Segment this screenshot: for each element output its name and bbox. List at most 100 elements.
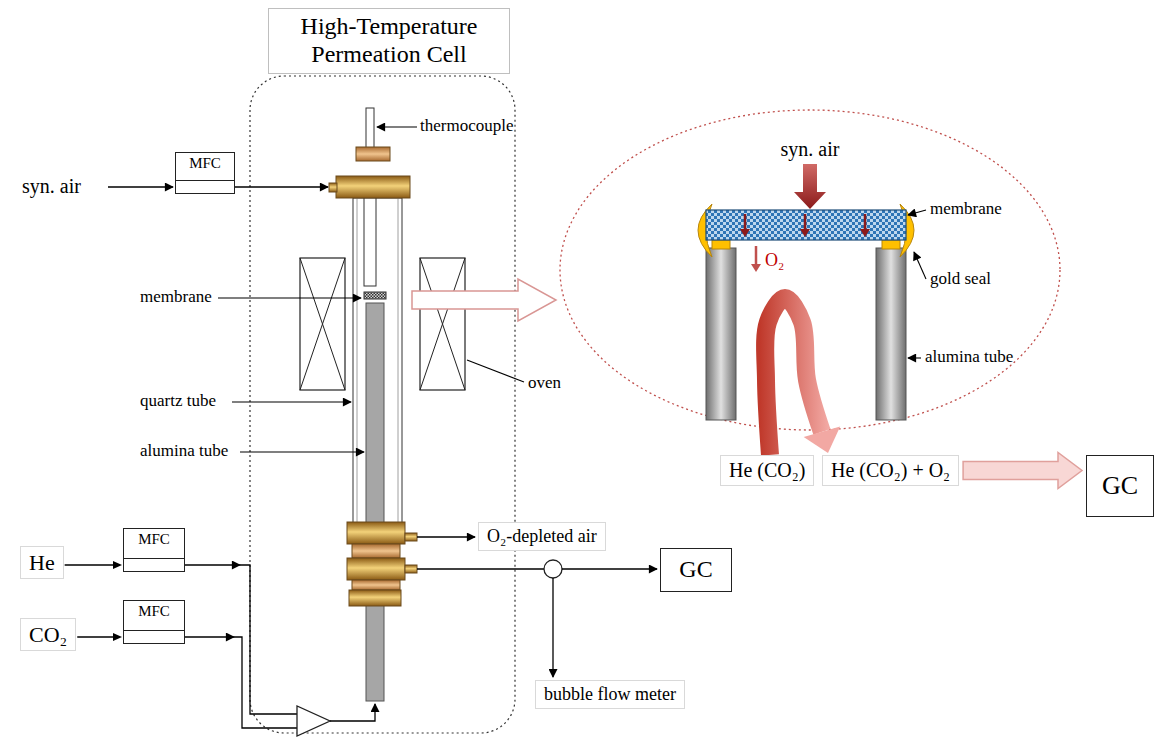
sweep-feed-line: [234, 637, 297, 728]
permeate-line: [552, 578, 553, 677]
air-feed-line: [235, 186, 328, 187]
node-text: MFC: [138, 531, 170, 548]
gas-source: CO₂: [20, 618, 76, 651]
oxygen-flux-arrow: [804, 214, 807, 230]
air-feed-line: [108, 186, 173, 187]
gas-mixer: [297, 706, 330, 736]
top-flange: [336, 176, 410, 198]
sweep-feed-line: [185, 636, 234, 637]
leader-line: [467, 360, 524, 382]
sample-transfer-arrow: [963, 453, 1082, 489]
feed-line: [77, 633, 122, 641]
mass-flow-controller: MFC: [123, 528, 185, 572]
leader-line: [240, 451, 364, 452]
air-flow-arrow: [794, 164, 826, 209]
bottom-fitting: [349, 590, 401, 606]
block-arrow: [963, 453, 1082, 489]
oxygen-flux-arrow: [800, 229, 810, 237]
stream-label: syn. air: [22, 175, 81, 198]
gold-ring: [882, 240, 900, 249]
leader-line: [232, 401, 351, 402]
leader-line: [908, 357, 921, 358]
node-text: GC: [679, 556, 712, 584]
part-label: quartz tube: [140, 391, 216, 411]
oxygen-flux-arrow: [864, 214, 867, 230]
flow-channel-bar: [124, 630, 184, 643]
leader-line: [377, 126, 417, 127]
thermocouple-sheath: [364, 198, 376, 286]
sweep-feed-line: [240, 565, 297, 714]
oxygen-permeate-arrow: [755, 246, 758, 265]
thermocouple-rod: [366, 108, 374, 152]
arrowhead: [113, 633, 122, 641]
stream-box: He (CO₂): [720, 455, 814, 486]
gas-chromatograph: GC: [660, 548, 732, 592]
node-text: He (CO₂) + O₂: [831, 459, 950, 482]
permeate-line: [562, 568, 657, 569]
zoom-arrow: [412, 279, 556, 321]
oven-cross: [300, 258, 345, 390]
node-text: O₂-depleted air: [487, 526, 597, 547]
outlet-box: O₂-depleted air: [478, 522, 606, 551]
retentate-line: [417, 536, 475, 537]
stream-box: He (CO₂) + O₂: [822, 455, 959, 486]
oven-cross: [300, 258, 345, 390]
arrowhead: [113, 561, 122, 569]
sweep-flange: [347, 558, 405, 580]
node-text: High-Temperature Permeation Cell: [275, 13, 503, 68]
node-text: MFC: [138, 603, 170, 620]
sweep-gas-arrow: [765, 298, 840, 455]
cell-enclosure: [250, 76, 515, 733]
outlet-nozzle: [405, 565, 417, 573]
leader-line: [218, 297, 361, 298]
arrowhead: [804, 427, 841, 453]
node-text: MFC: [189, 155, 221, 172]
stream-label: syn. air: [781, 138, 840, 161]
flange-spacer: [352, 544, 400, 558]
oven-cross: [420, 258, 465, 390]
part-label: membrane: [930, 199, 1002, 219]
part-label: oven: [528, 373, 561, 393]
part-label: thermocouple: [420, 116, 513, 136]
alumina-tube-wall: [706, 248, 736, 420]
membrane-disc: [364, 292, 386, 299]
mass-flow-controller: MFC: [175, 152, 235, 194]
sweep-feed-line: [185, 564, 240, 565]
part-label: gold seal: [930, 269, 991, 289]
species-label: O₂: [765, 250, 784, 271]
oxygen-permeate-arrow: [751, 264, 761, 272]
flow-channel-bar: [176, 180, 234, 193]
part-label: alumina tube: [925, 347, 1013, 367]
permeate-line: [417, 568, 544, 569]
quartz-inner-wall: [398, 198, 399, 524]
gas-chromatograph: GC: [1086, 455, 1154, 517]
air-inlet-nozzle: [329, 183, 337, 192]
leader-line: [908, 210, 926, 215]
flow-meter-box: bubble flow meter: [535, 680, 685, 709]
top-cap: [356, 147, 390, 161]
outlet-nozzle: [405, 533, 417, 541]
connector-line: [65, 564, 113, 565]
gas-source: He: [20, 546, 64, 579]
connector-line: [77, 636, 113, 637]
mass-flow-controller: MFC: [123, 600, 185, 644]
node-text: bubble flow meter: [544, 684, 676, 705]
oven-element: [420, 258, 465, 390]
node-text: He (CO₂): [729, 459, 805, 482]
oven-cross: [420, 258, 465, 390]
sweep-gas-band: [765, 298, 822, 455]
alumina-tube: [366, 303, 384, 701]
node-text: GC: [1102, 471, 1138, 501]
sweep-inlet-line: [330, 704, 375, 721]
feed-line: [65, 561, 122, 569]
alumina-tube-wall: [876, 248, 906, 420]
node-text: CO₂: [29, 622, 67, 647]
oxygen-flux-arrow: [740, 229, 750, 237]
bottom-flange: [347, 522, 405, 544]
oxygen-flux-arrow: [860, 229, 870, 237]
oven-element: [300, 258, 345, 390]
oxygen-flux-arrow: [744, 214, 747, 230]
quartz-inner-wall: [357, 198, 358, 524]
part-label: alumina tube: [140, 441, 228, 461]
